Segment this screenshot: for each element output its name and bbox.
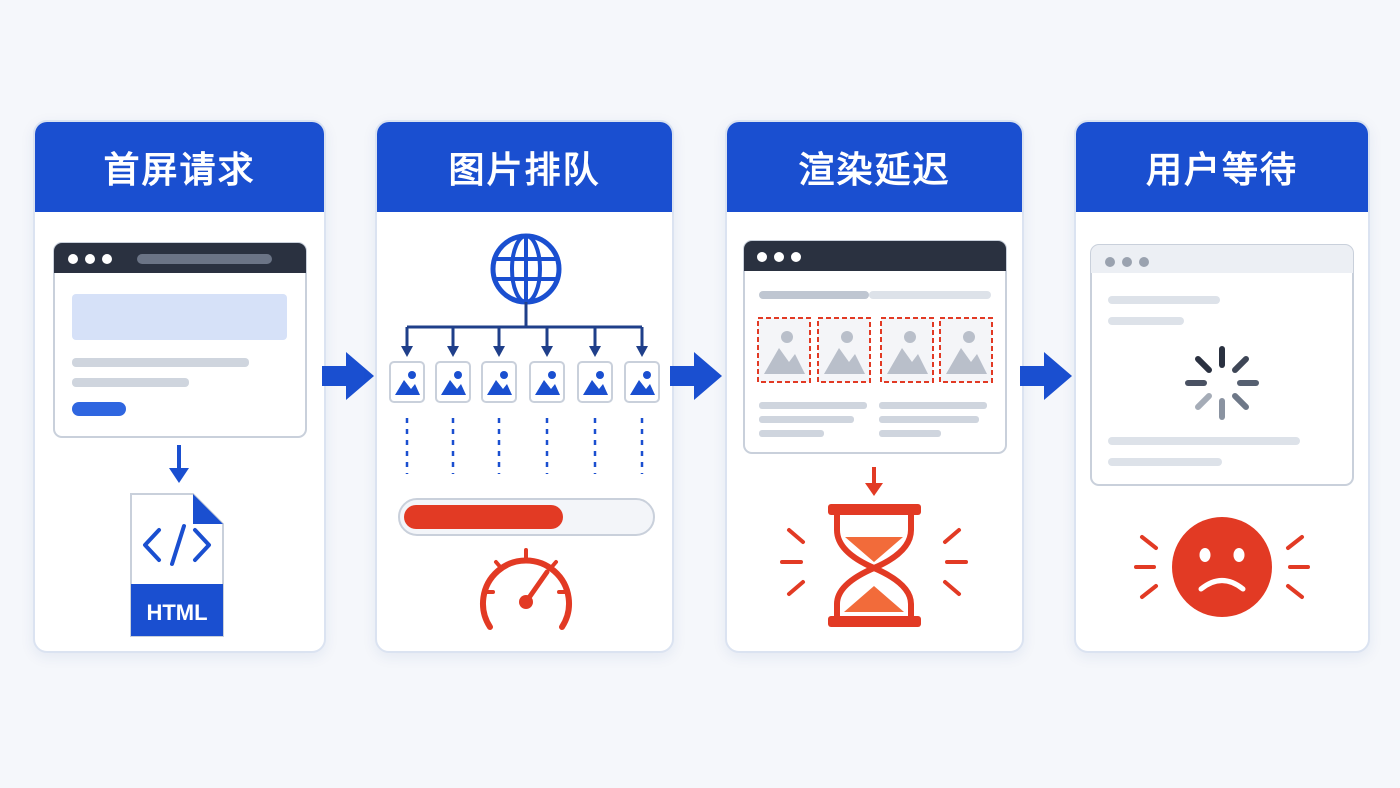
queue-column <box>529 327 565 474</box>
step-title: 首屏请求 <box>35 122 324 212</box>
flow-arrow-icon <box>670 352 722 400</box>
branch-lines <box>407 302 642 329</box>
step-body <box>377 212 672 651</box>
image-placeholder-icon <box>817 317 871 383</box>
image-tile-icon <box>577 361 613 403</box>
progress-bar-fill <box>404 505 563 529</box>
image-tile-icon <box>529 361 565 403</box>
alert-lines <box>780 528 968 596</box>
step-panel-request: 首屏请求 <box>33 120 326 653</box>
down-arrow-icon <box>865 467 883 496</box>
sad-face-icon <box>1172 517 1272 617</box>
step-body: HTML <box>35 212 324 651</box>
step-body <box>1076 212 1368 651</box>
step-panel-wait: 用户等待 <box>1074 120 1370 653</box>
flow-arrow-icon <box>322 352 374 400</box>
step-title: 图片排队 <box>377 122 672 212</box>
queue-column <box>577 327 613 474</box>
hourglass-icon <box>828 504 921 627</box>
down-arrow-icon <box>169 445 189 483</box>
image-tile-icon <box>389 361 425 403</box>
alert-lines <box>1134 535 1310 599</box>
flow-arrow-icon <box>1020 352 1072 400</box>
image-tile-icon <box>435 361 471 403</box>
step-title: 渲染延迟 <box>727 122 1022 212</box>
progress-bar <box>398 498 655 536</box>
html-file-icon <box>130 493 224 637</box>
loading-spinner-icon <box>1185 346 1259 420</box>
image-placeholder-icon <box>880 317 934 383</box>
browser-window-icon <box>53 242 307 438</box>
queue-column <box>389 327 425 474</box>
queue-column <box>624 327 660 474</box>
browser-window-icon <box>743 240 1007 454</box>
speedometer-icon <box>480 548 572 630</box>
step-body <box>727 212 1022 651</box>
image-tile-icon <box>624 361 660 403</box>
step-panel-delay: 渲染延迟 <box>725 120 1024 653</box>
globe-icon <box>490 233 562 305</box>
queue-column <box>435 327 471 474</box>
html-badge: HTML <box>146 600 207 625</box>
image-placeholder-icon <box>939 317 993 383</box>
image-tile-icon <box>481 361 517 403</box>
step-title: 用户等待 <box>1076 122 1368 212</box>
image-placeholder-icon <box>757 317 811 383</box>
queue-column <box>481 327 517 474</box>
step-panel-queue: 图片排队 <box>375 120 674 653</box>
